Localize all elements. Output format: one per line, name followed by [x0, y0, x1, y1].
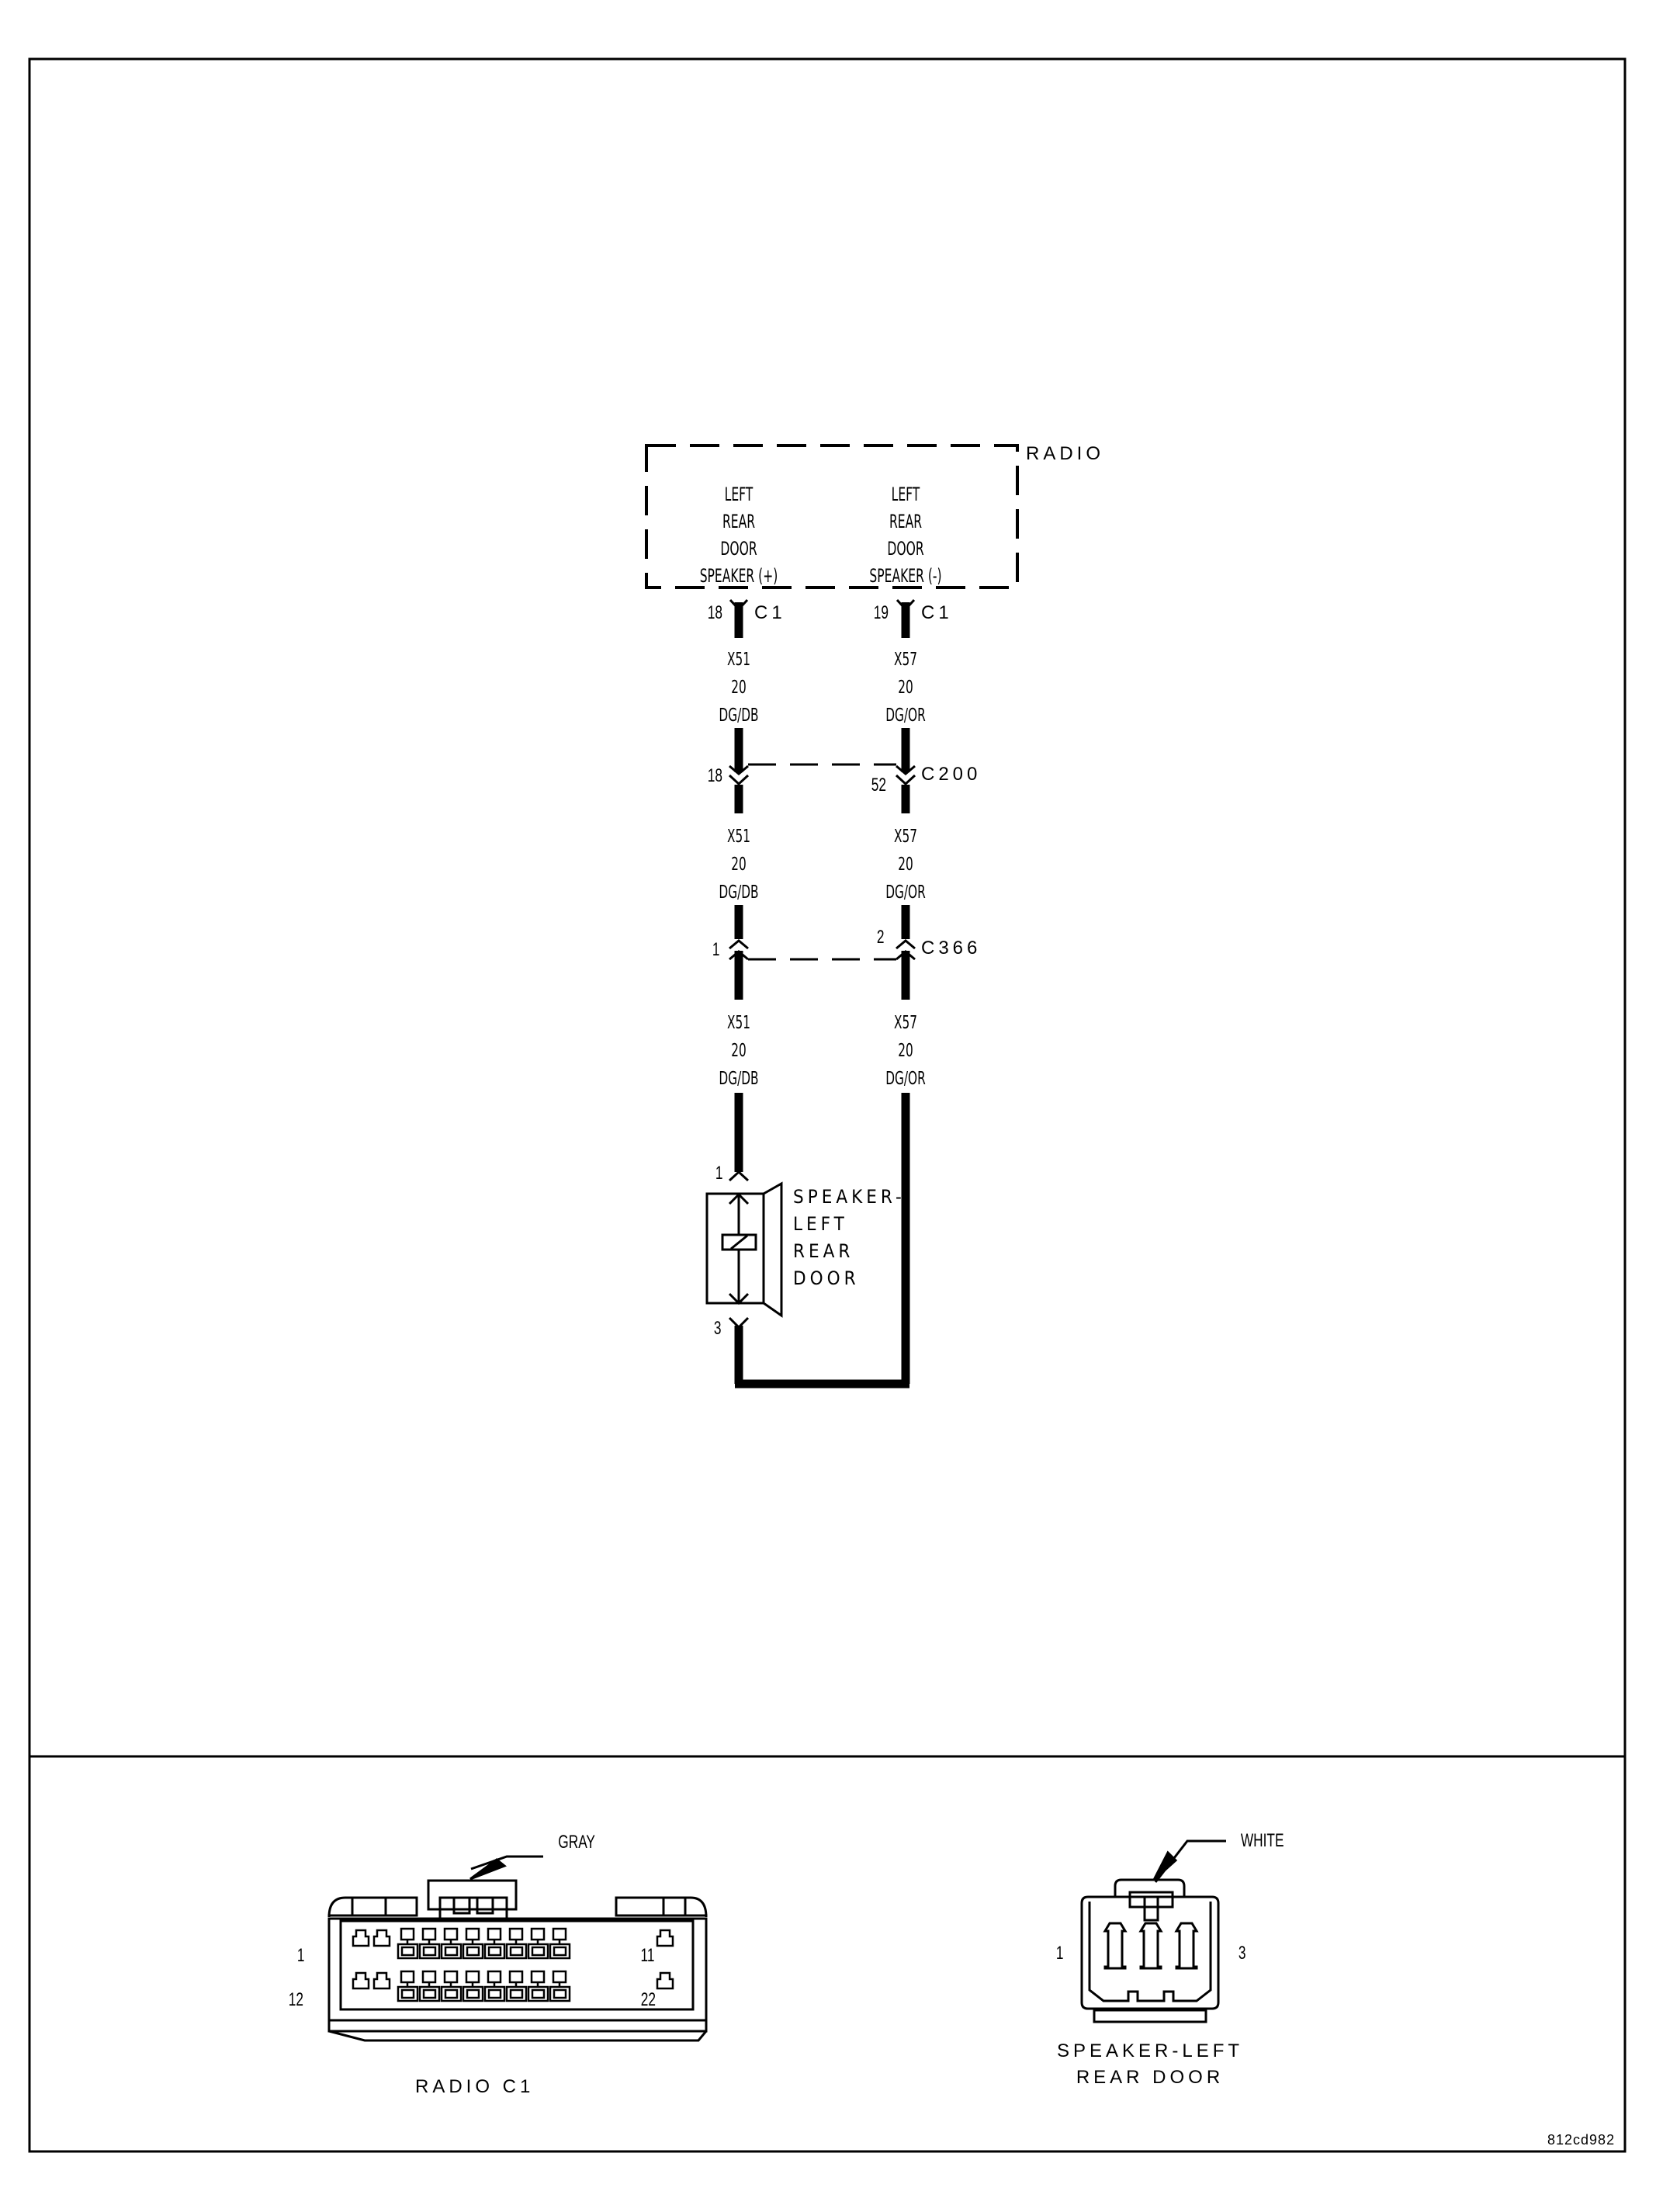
pin-function-line: LEFT	[891, 484, 920, 505]
radio-c1-pin-22: 22	[640, 1989, 656, 2010]
figure-id: 812cd982	[1547, 2132, 1616, 2148]
c200-connector-label: C200	[921, 764, 982, 785]
wire-color: DG/DB	[719, 882, 759, 903]
pin-function-line: REAR	[889, 511, 923, 532]
speaker-label-line: REAR	[793, 1240, 854, 1262]
c200-pin-right: 52	[871, 775, 886, 796]
c366-connector-symbol	[729, 939, 916, 961]
radio-c1-pin-12: 12	[288, 1989, 303, 2010]
c1-connector-label-left: C1	[754, 602, 786, 623]
pin-function-line: SPEAKER (-)	[869, 565, 942, 587]
speaker-connector-pin-1: 1	[1055, 1943, 1064, 1964]
wire-label-x57-1: X57 20 DG/OR	[871, 646, 941, 730]
pin-function-line: DOOR	[720, 538, 757, 560]
speaker-connector-pin-3: 3	[1238, 1943, 1246, 1964]
speaker-connector-drawing	[1080, 1839, 1226, 2023]
speaker-connector-title-line: SPEAKER-LEFT	[1057, 2040, 1244, 2061]
radio-pin-function-right: LEFT REAR DOOR SPEAKER (-)	[861, 481, 950, 590]
wire-color: DG/OR	[885, 882, 926, 903]
wire-gauge: 20	[898, 855, 913, 875]
radio-component-box	[645, 444, 1019, 589]
speaker-label-line: LEFT	[793, 1213, 848, 1235]
speaker-symbol	[705, 1170, 783, 1330]
wire-color: DG/OR	[885, 706, 926, 726]
page-frame	[28, 57, 1627, 2153]
wire-label-x51-1: X51 20 DG/DB	[705, 646, 774, 730]
radio-c1-connector-drawing	[327, 1855, 708, 2042]
c1-terminal-symbols	[729, 598, 916, 612]
wire-label-x51-3: X51 20 DG/DB	[705, 1009, 774, 1093]
circuit-id: X51	[727, 1013, 750, 1033]
speaker-label-line: DOOR	[793, 1267, 860, 1289]
wire-gauge: 20	[898, 1041, 913, 1061]
wire-label-x57-3: X57 20 DG/OR	[871, 1009, 941, 1093]
circuit-id: X57	[894, 650, 917, 670]
c366-connector-label: C366	[921, 938, 982, 959]
wire-color: DG/DB	[719, 706, 759, 726]
circuit-id: X51	[727, 827, 750, 847]
c1-connector-label-right: C1	[921, 602, 953, 623]
wire-gauge: 20	[731, 1041, 747, 1061]
speaker-label-line: SPEAKER-	[793, 1186, 906, 1208]
radio-c1-pin-11: 11	[640, 1945, 655, 1966]
speaker-connector-title: SPEAKER-LEFT REAR DOOR	[1057, 2038, 1243, 2091]
c366-pin-right: 2	[876, 927, 885, 948]
speaker-component-label: SPEAKER- LEFT REAR DOOR	[793, 1184, 906, 1292]
c366-pin-left: 1	[712, 939, 720, 960]
c200-connector-symbol	[728, 763, 916, 786]
c1-pin-number-left: 18	[707, 602, 722, 623]
radio-c1-color-callout: GRAY	[558, 1832, 595, 1853]
pin-function-line: LEFT	[724, 484, 754, 505]
wire-label-x57-2: X57 20 DG/OR	[871, 823, 941, 907]
radio-c1-title: RADIO C1	[415, 2076, 535, 2097]
wire-gauge: 20	[731, 855, 747, 875]
speaker-connector-title-line: REAR DOOR	[1076, 2067, 1225, 2088]
wire-color: DG/OR	[885, 1069, 926, 1089]
pin-function-line: REAR	[722, 511, 756, 532]
circuit-id: X51	[727, 650, 750, 670]
pin-function-line: SPEAKER (+)	[699, 565, 778, 587]
wire-color: DG/DB	[719, 1069, 759, 1089]
wire-label-x51-2: X51 20 DG/DB	[705, 823, 774, 907]
wire-gauge: 20	[898, 678, 913, 698]
circuit-id: X57	[894, 827, 917, 847]
wire-gauge: 20	[731, 678, 747, 698]
radio-c1-cavities	[352, 1927, 674, 2002]
speaker-pin-bottom: 3	[713, 1318, 722, 1339]
speaker-connector-color-callout: WHITE	[1240, 1830, 1284, 1851]
c1-pin-number-right: 19	[873, 602, 889, 623]
radio-component-label: RADIO	[1026, 443, 1105, 464]
circuit-id: X57	[894, 1013, 917, 1033]
c200-pin-left: 18	[707, 765, 722, 786]
radio-c1-pin-1: 1	[296, 1945, 305, 1966]
speaker-pin-top: 1	[715, 1163, 723, 1184]
pin-function-line: DOOR	[887, 538, 924, 560]
radio-pin-function-left: LEFT REAR DOOR SPEAKER (+)	[694, 481, 783, 590]
